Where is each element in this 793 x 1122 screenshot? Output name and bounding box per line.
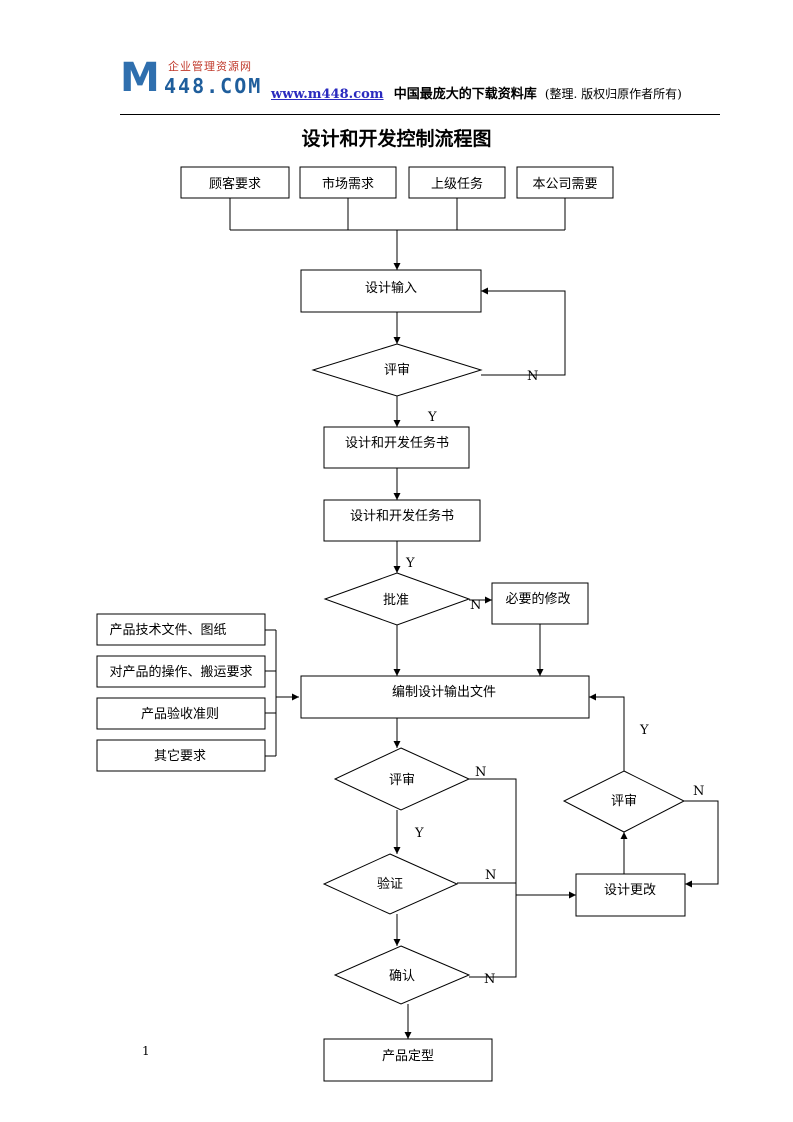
node-approve [323,572,471,626]
node-review2 [333,747,471,811]
no-collector-line [469,778,517,978]
logo-number: 448.COM [164,74,263,98]
edge-label-review3-no: N [693,784,704,799]
node-confirm [333,945,471,1005]
review1-no-loop [481,287,566,376]
node-op-handling [96,655,266,688]
label-customer-req: 顾客要求 [209,176,261,192]
review3-yes-line [589,693,625,771]
label-acceptance: 产品验收准则 [141,706,219,722]
label-review2: 评审 [389,773,415,788]
label-confirm: 确认 [389,969,415,984]
label-approve: 批准 [383,593,409,608]
node-final-product [323,1038,493,1082]
node-necessary-mod [491,582,589,625]
node-task-book2 [323,499,481,542]
edge-label-review1-yes: Y [427,410,437,425]
review3-no-line [684,800,719,888]
copyright-note: (整理. 版权归原作者所有) [544,87,682,101]
edge-label-review2-yes: Y [414,826,424,841]
edge-label-review1-no: N [527,369,538,384]
node-verify [322,853,459,915]
label-op-handling: 对产品的操作、搬运要求 [109,664,252,680]
site-slogan: 中国最庞大的下载资料库 [393,87,537,102]
header-rule [120,114,720,115]
label-final-product: 产品定型 [382,1049,434,1064]
site-line: www.m448.com 中国最庞大的下载资料库 (整理. 版权归原作者所有) [271,83,682,102]
node-customer-req [180,166,290,199]
page-number: 1 [142,1044,150,1058]
label-review1: 评审 [384,363,410,378]
node-company-need [516,166,614,199]
label-tech-docs: 产品技术文件、图纸 [109,623,226,638]
node-design-output [300,675,590,719]
label-superior-task: 上级任务 [431,176,483,192]
label-task-book2: 设计和开发任务书 [350,508,454,524]
site-logo: M 企业管理资源网 448.COM [120,58,265,100]
label-task-book1: 设计和开发任务书 [345,435,449,451]
label-market-demand: 市场需求 [322,176,374,192]
page-header: M 企业管理资源网 448.COM www.m448.com 中国最庞大的下载资… [0,0,793,130]
node-review1 [311,343,483,397]
edge-label-approve-no: N [470,598,481,613]
node-acceptance [96,697,266,730]
node-market-demand [299,166,397,199]
node-task-book1 [323,426,470,469]
label-review3: 评审 [611,794,637,809]
node-design-change [575,873,686,917]
edge-label-review3-yes: Y [639,723,649,738]
site-url-link[interactable]: www.m448.com [271,87,384,102]
edge-label-approve-yes: Y [405,556,415,571]
label-design-input: 设计输入 [365,280,417,296]
edge-label-review2-no: N [475,765,486,780]
node-other-req [96,739,266,772]
label-company-need: 本公司需要 [532,177,597,192]
page-title: 设计和开发控制流程图 [301,128,492,150]
edge-label-verify-no: N [485,868,496,883]
label-design-change: 设计更改 [604,883,656,898]
edge-label-confirm-no: N [484,972,495,987]
label-design-output: 编制设计输出文件 [392,684,496,700]
logo-tagline: 企业管理资源网 [168,60,252,73]
node-tech-docs [96,613,266,646]
node-superior-task [408,166,506,199]
label-necessary-mod: 必要的修改 [505,591,570,607]
node-design-input [300,269,482,313]
logo-letter: M [120,55,160,101]
label-verify: 验证 [377,876,403,892]
label-other-req: 其它要求 [154,748,206,764]
node-review3 [562,770,686,833]
